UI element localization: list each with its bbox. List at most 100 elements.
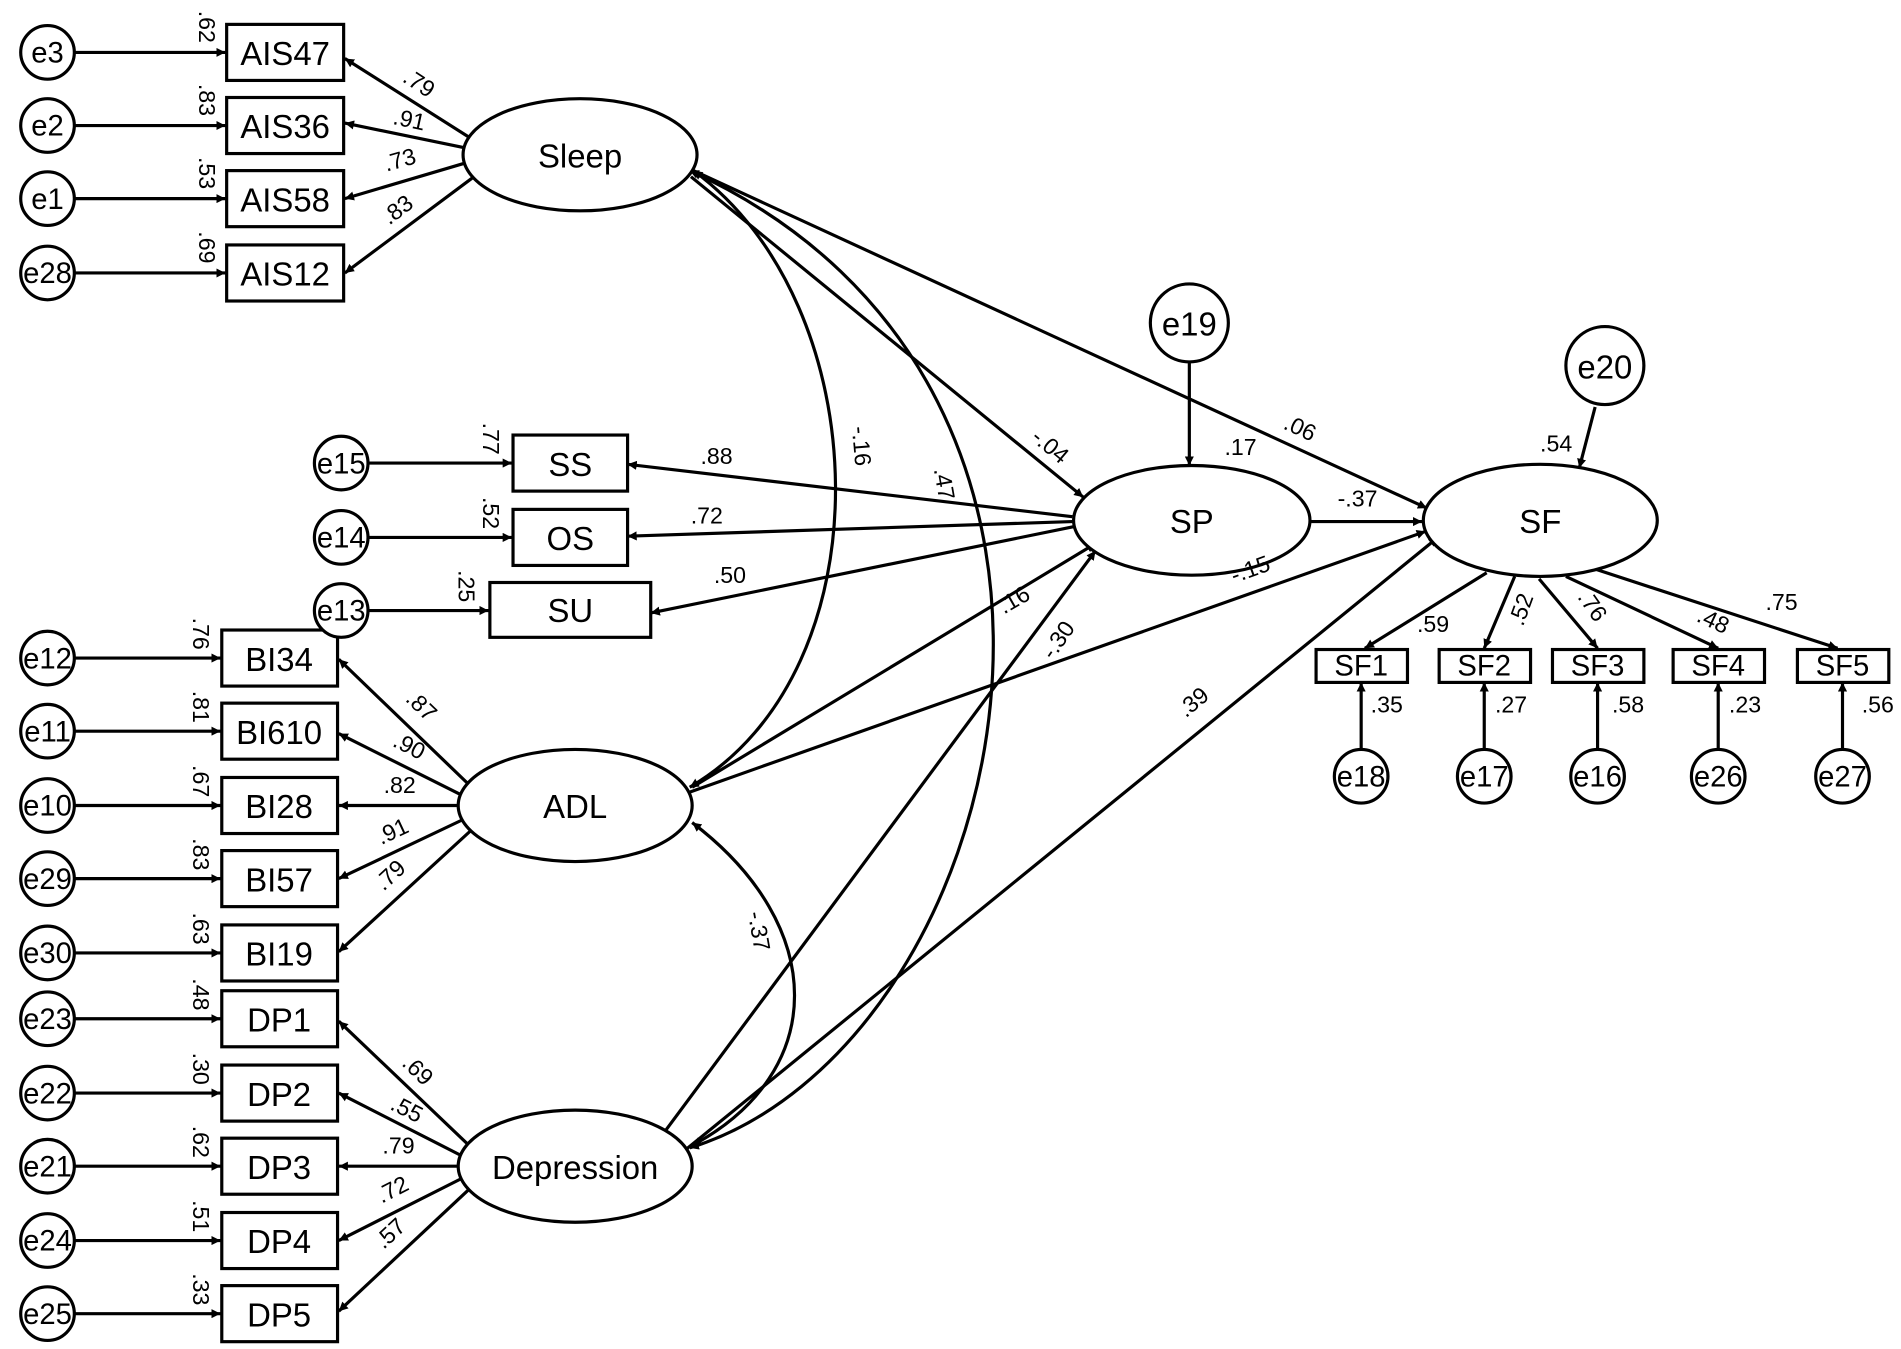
label-dp4: DP4	[247, 1223, 311, 1260]
label-sf: SF	[1519, 503, 1561, 540]
edge-sp-su	[650, 524, 1076, 616]
label-sf5: SF5	[1816, 651, 1870, 683]
r2-dp4: .51	[188, 1200, 214, 1232]
r2-dp3: .62	[188, 1126, 214, 1158]
loading-sf2: .52	[1503, 590, 1538, 629]
error-e16	[1569, 747, 1626, 805]
label-e16: e16	[1573, 761, 1622, 793]
indicator-su	[488, 580, 653, 639]
path-sleep-sp: -.04	[1027, 423, 1074, 469]
error-e15	[312, 434, 370, 492]
edge-sleep-ais12	[343, 175, 475, 275]
latent-depression	[456, 1108, 694, 1224]
label-e11: e11	[24, 716, 71, 748]
edge-sf-sf5	[1590, 566, 1839, 650]
edge-e20-sf	[1577, 406, 1597, 469]
loading-su: .50	[714, 562, 746, 588]
label-e25: e25	[23, 1299, 72, 1331]
loading-bi34: .87	[401, 685, 442, 726]
indicator-bi610	[220, 701, 340, 761]
loading-bi28: .82	[384, 772, 416, 798]
edge-depression-dp4	[338, 1176, 463, 1242]
edge-sleep-sp	[689, 175, 1085, 499]
indicator-dp4	[220, 1210, 340, 1271]
indicator-ais58	[225, 169, 346, 229]
latent-sleep	[461, 97, 699, 213]
label-os: OS	[547, 520, 595, 557]
label-e23: e23	[23, 1004, 72, 1036]
latent-sp	[1071, 463, 1312, 577]
edge-depression-dp5	[337, 1185, 473, 1313]
error-e13	[312, 582, 370, 639]
label-e1: e1	[31, 184, 64, 216]
error-e2	[19, 97, 76, 154]
label-ais47: AIS47	[240, 35, 330, 72]
indicator-ais36	[225, 95, 346, 156]
r2-bi19: .63	[188, 912, 214, 944]
path-adl-sp: .16	[993, 580, 1034, 619]
label-e3: e3	[31, 38, 64, 70]
edges	[74, 47, 1848, 1319]
label-e26: e26	[1694, 761, 1743, 793]
label-e24: e24	[23, 1226, 72, 1258]
edge-adl-bi34	[337, 658, 472, 788]
indicator-dp5	[220, 1284, 340, 1344]
label-sf4: SF4	[1691, 651, 1745, 683]
label-depression: Depression	[492, 1149, 658, 1186]
error-e11	[19, 702, 76, 760]
indicator-dp3	[220, 1136, 340, 1196]
loading-ais36: .91	[391, 103, 428, 135]
loading-dp4: .72	[372, 1170, 412, 1208]
label-bi610: BI610	[236, 714, 322, 751]
error-e3	[19, 24, 76, 81]
label-dp5: DP5	[247, 1296, 311, 1333]
label-ss: SS	[548, 446, 592, 483]
edge-sf-sf1	[1363, 571, 1488, 650]
cov-adl-depression	[691, 821, 797, 1147]
nodes	[19, 22, 1891, 1344]
indicator-sf2	[1437, 647, 1533, 685]
cov-label-sleep-adl: -.16	[847, 425, 876, 467]
indicator-bi34	[220, 628, 340, 688]
label-e18: e18	[1337, 761, 1386, 793]
error-e21	[19, 1137, 76, 1195]
r2-sf1: .35	[1371, 691, 1403, 717]
latent-sf	[1421, 462, 1659, 578]
label-e20: e20	[1577, 348, 1632, 385]
error-e24	[19, 1212, 76, 1269]
cov-sleep-adl	[688, 169, 838, 789]
edge-adl-sf	[689, 529, 1427, 794]
cov-sleep-depression	[689, 169, 995, 1150]
edge-adl-sp	[691, 542, 1097, 789]
label-e29: e29	[23, 864, 72, 896]
edge-depression-dp2	[338, 1091, 462, 1157]
label-sf1: SF1	[1334, 651, 1388, 683]
r2-bi57: .83	[188, 838, 214, 870]
error-e25	[19, 1285, 76, 1343]
error-e19	[1148, 282, 1230, 364]
error-e28	[19, 244, 76, 302]
r2-ais36: .83	[194, 84, 220, 116]
error-e17	[1455, 747, 1513, 805]
loading-bi57: .91	[372, 813, 412, 850]
r2-sf3: .58	[1612, 691, 1644, 717]
label-ais36: AIS36	[240, 108, 330, 145]
edge-sf-sf4	[1565, 574, 1719, 650]
edge-sleep-ais58	[344, 161, 465, 201]
indicator-bi57	[220, 849, 340, 909]
label-sp: SP	[1170, 503, 1214, 540]
error-e14	[312, 509, 370, 566]
label-sleep: Sleep	[538, 137, 622, 174]
label-adl: ADL	[543, 788, 607, 825]
label-dp2: DP2	[247, 1076, 311, 1113]
error-e10	[19, 777, 76, 834]
edge-depression-sp	[664, 549, 1097, 1132]
loading-sf5: .75	[1765, 589, 1797, 615]
indicator-sf3	[1550, 647, 1646, 685]
label-bi57: BI57	[245, 861, 313, 898]
loading-sf4: .48	[1693, 602, 1733, 639]
label-dp1: DP1	[247, 1001, 311, 1038]
r2-sf: .54	[1540, 431, 1572, 457]
loading-ss: .88	[700, 443, 732, 469]
r2-sf4: .23	[1729, 691, 1761, 717]
